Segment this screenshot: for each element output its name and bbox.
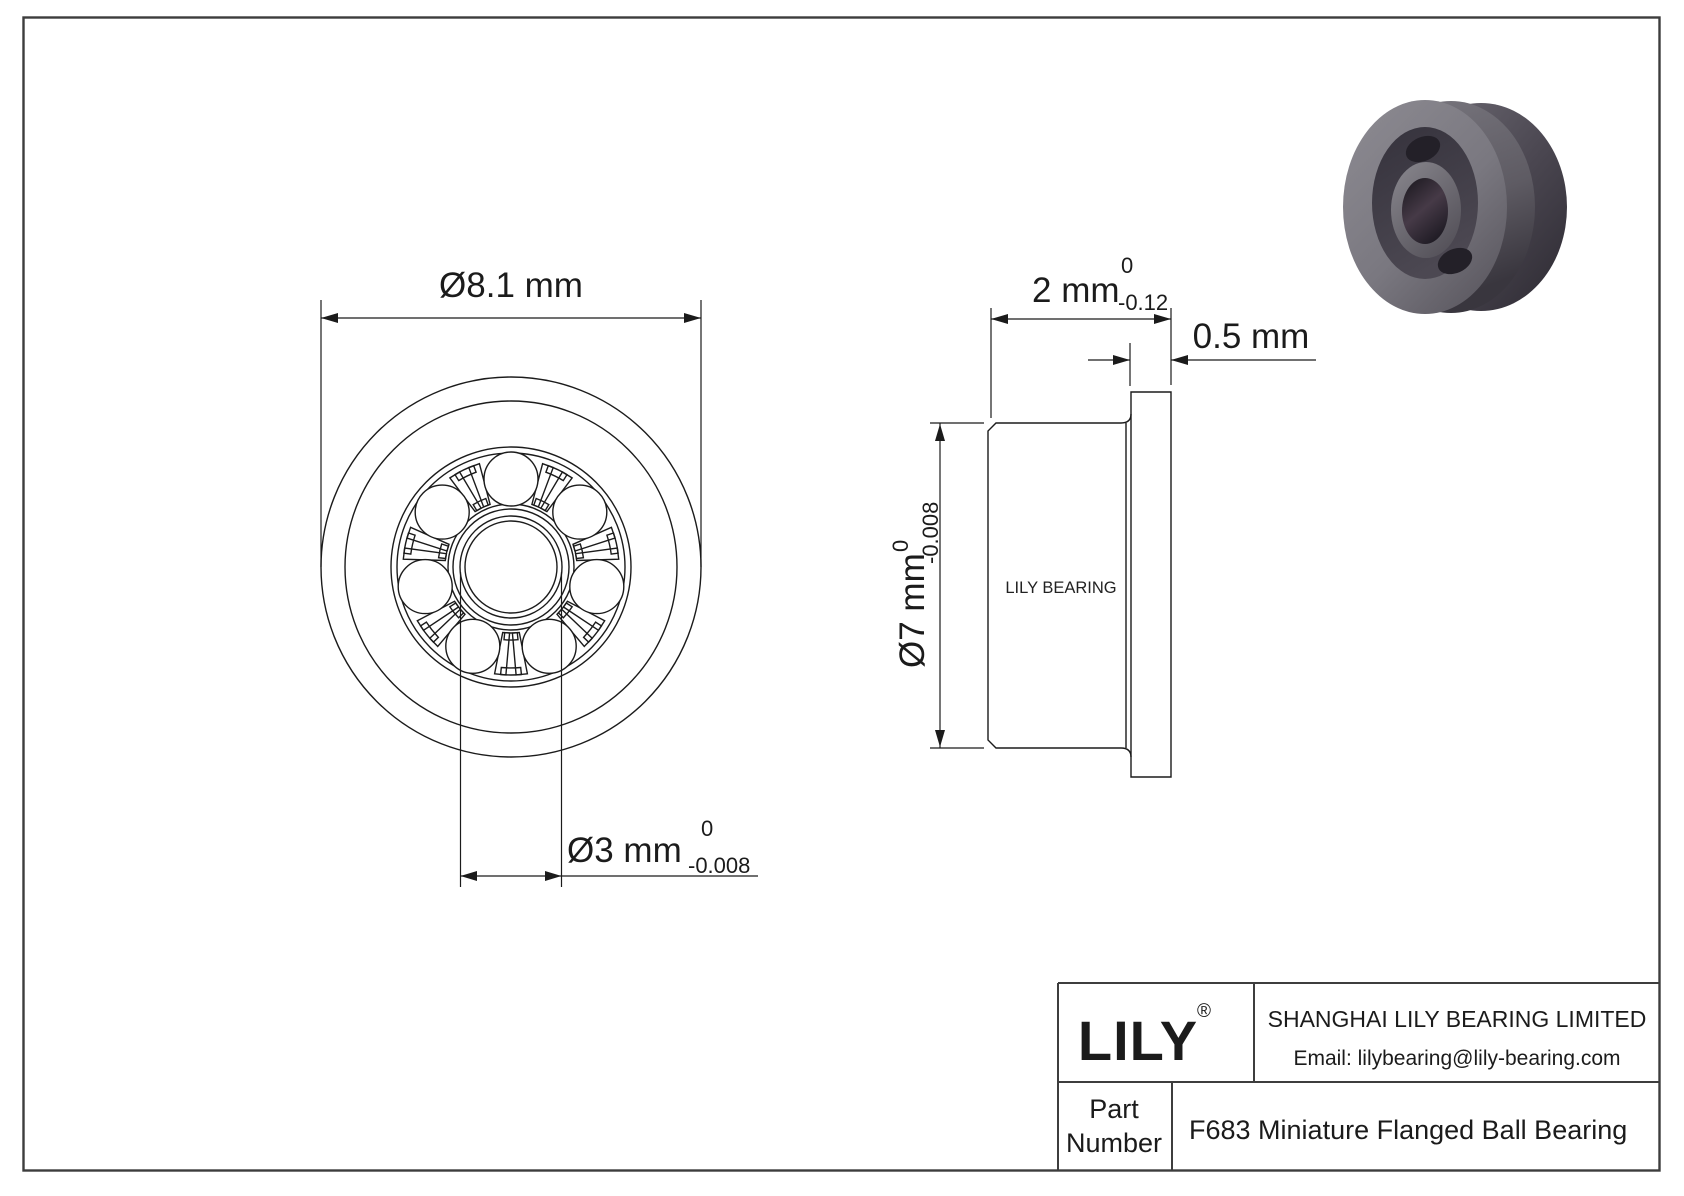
company-email: Email: lilybearing@lily-bearing.com <box>1293 1047 1620 1070</box>
od-dimension-lines <box>320 300 702 567</box>
drawing-border <box>22 16 1661 1172</box>
dim-arrow-left-point <box>1171 355 1188 365</box>
bearing-ball <box>483 451 539 507</box>
part-number-label-line2: Number <box>1066 1128 1162 1158</box>
cage-segment <box>503 631 519 641</box>
bearing-ball <box>521 618 577 674</box>
dim-arrow-up <box>935 424 945 441</box>
bore-tolerance-lower: -0.008 <box>688 853 750 878</box>
dim-arrow-left <box>321 313 338 323</box>
dim-arrow-left <box>991 314 1008 324</box>
dim-arrow-right <box>684 313 701 323</box>
outer-race-outer-circle <box>390 446 632 688</box>
company-logo: LILY <box>1078 1009 1198 1072</box>
bearing-ball <box>569 558 625 615</box>
ring-od-dimension-lines <box>930 422 984 749</box>
ring-body-outline <box>987 413 1132 758</box>
bore-chamfer-circle <box>459 515 563 619</box>
width-dimension-lines <box>990 308 1172 418</box>
cage-segment <box>454 464 477 482</box>
company-name: SHANGHAI LILY BEARING LIMITED <box>1268 1006 1647 1032</box>
part-number-label-line1: Part <box>1089 1094 1139 1124</box>
dim-arrow-right <box>545 871 562 881</box>
flange-od-circle <box>320 376 702 758</box>
cage-segment <box>403 532 416 555</box>
title-block: LILY ® SHANGHAI LILY BEARING LIMITED Ema… <box>1057 982 1659 1171</box>
cage-segment <box>499 666 523 676</box>
bearing-3d-render <box>1343 100 1567 314</box>
cage-segment <box>582 621 603 644</box>
cage-segment <box>545 464 568 482</box>
bore-dimension-label: Ø3 mm <box>567 831 682 870</box>
front-view-dimensions: Ø8.1 mm Ø3 mm 0 -0.008 <box>320 266 758 887</box>
bearing-ball <box>414 484 470 540</box>
outer-ring-od-circle <box>344 400 678 734</box>
bore-dimension-lines <box>459 572 758 887</box>
dim-arrow-left <box>460 871 477 881</box>
render-ball-bottom <box>1437 247 1473 275</box>
registered-trademark-icon: ® <box>1197 1001 1211 1022</box>
bore-circle <box>464 520 558 614</box>
bore-tolerance-upper: 0 <box>701 816 713 841</box>
dim-arrow-right <box>1154 314 1171 324</box>
title-block-grid <box>1057 982 1659 1171</box>
render-ball-top <box>1405 135 1441 163</box>
ring-od-tolerance-upper: 0 <box>888 540 913 552</box>
dim-arrow-right-point <box>1113 355 1130 365</box>
inner-race-inner-circle <box>452 508 570 626</box>
part-number-value: F683 Miniature Flanged Ball Bearing <box>1189 1115 1627 1145</box>
bearing-ball <box>445 618 501 674</box>
side-view: LILY BEARING 2 mm 0 -0.12 0.5 mm Ø7 mm 0… <box>888 253 1316 778</box>
cage-segment <box>419 621 440 644</box>
ring-od-dimension-text: Ø7 mm 0 -0.008 <box>888 502 943 668</box>
od-dimension-label: Ø8.1 mm <box>439 266 583 305</box>
bearing-ball <box>552 484 608 540</box>
cage-segment <box>606 532 619 555</box>
render-bore <box>1402 178 1448 244</box>
balls-and-cage <box>397 451 625 676</box>
side-view-brand-text: LILY BEARING <box>1005 579 1116 597</box>
ring-od-dimension-label: Ø7 mm <box>893 553 932 668</box>
front-view <box>320 376 702 758</box>
width-tolerance-upper: 0 <box>1121 253 1133 278</box>
ring-od-tolerance-lower: -0.008 <box>918 502 943 564</box>
flange-outline <box>1130 391 1172 778</box>
bearing-ball <box>397 558 453 615</box>
flange-width-dimension-label: 0.5 mm <box>1193 317 1310 356</box>
width-dimension-label: 2 mm <box>1032 271 1120 310</box>
dim-arrow-down <box>935 730 945 747</box>
width-tolerance-lower: -0.12 <box>1118 290 1168 315</box>
